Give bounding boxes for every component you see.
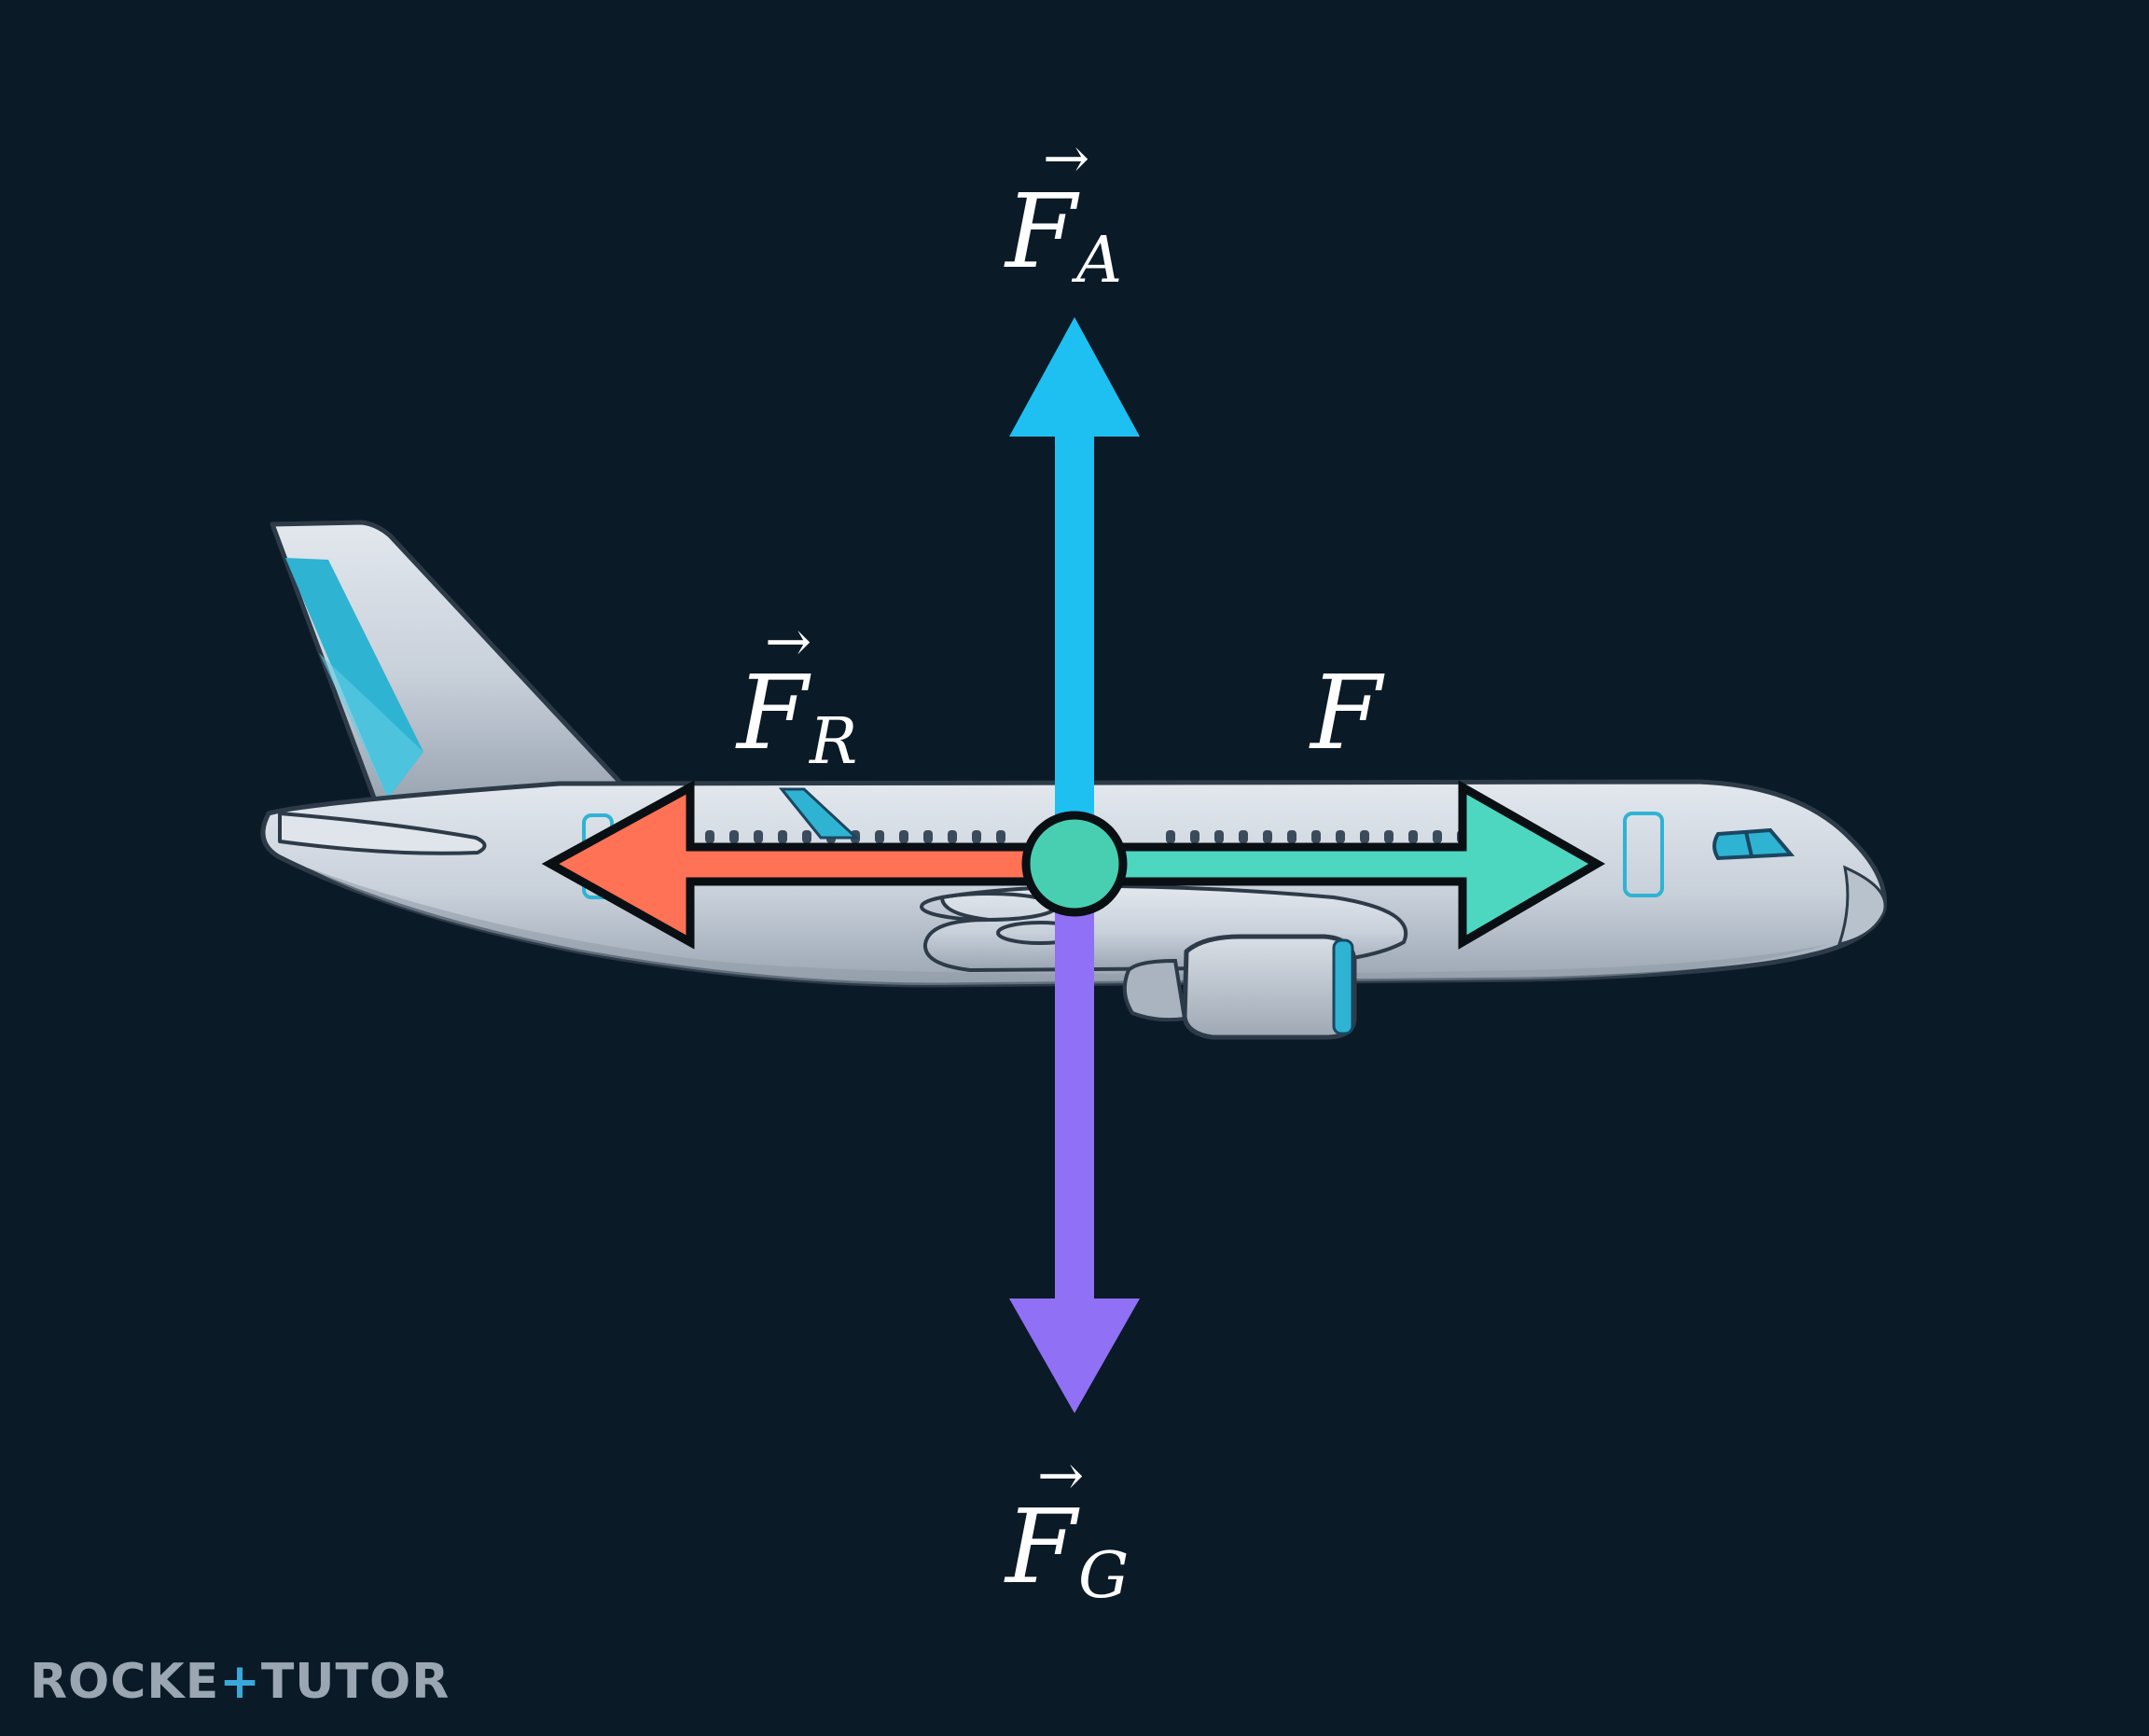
brand-logo: ROCKE+TUTOR	[30, 1654, 450, 1710]
cabin-window	[972, 830, 981, 843]
weight-label: → F G	[1004, 1443, 1129, 1613]
tail-fin-accent-light	[319, 653, 423, 799]
center-of-mass-point	[1021, 811, 1128, 917]
drag-label-subscript: R	[808, 705, 857, 779]
cabin-window	[778, 830, 787, 843]
cabin-window	[729, 830, 739, 843]
lift-label-subscript: A	[1071, 224, 1122, 298]
thrust-label-symbol: F	[1309, 653, 1385, 772]
cabin-window	[802, 830, 811, 843]
cabin-window	[754, 830, 763, 843]
lift-label-vector-arrow: →	[1043, 126, 1089, 191]
cabin-window	[923, 830, 933, 843]
horizontal-stabilizer	[278, 812, 487, 855]
cabin-window	[1360, 830, 1369, 843]
lift-arrow	[1009, 317, 1140, 849]
brand-part1: ROCKE	[30, 1654, 219, 1710]
cabin-window	[705, 830, 714, 843]
front-door	[1623, 812, 1664, 897]
drag-label-vector-arrow: →	[765, 609, 811, 674]
force-arrows	[541, 317, 1606, 1413]
cabin-window	[1287, 830, 1296, 843]
svg-text:ROCKE+TUTOR: ROCKE+TUTOR	[30, 1654, 450, 1710]
cabin-window	[1214, 830, 1224, 843]
nose-cone	[1837, 865, 1887, 947]
weight-arrow-head	[1009, 1299, 1140, 1413]
cabin-window	[1384, 830, 1393, 843]
drag-arrow	[541, 780, 1040, 950]
lift-arrow-shaft	[1055, 424, 1094, 849]
cabin-window	[875, 830, 884, 843]
cabin-window	[1433, 830, 1442, 843]
cabin-window	[1239, 830, 1248, 843]
lift-label-symbol: F	[1004, 172, 1080, 291]
cabin-window	[1336, 830, 1345, 843]
thrust-label: F	[1309, 653, 1385, 772]
weight-arrow	[1009, 896, 1140, 1413]
weight-arrow-shaft	[1055, 896, 1094, 1306]
cabin-window	[1263, 830, 1272, 843]
cabin-window	[1190, 830, 1199, 843]
brand-part2: TUTO	[261, 1654, 411, 1710]
weight-label-vector-arrow: →	[1037, 1443, 1084, 1508]
drag-label: → F R	[735, 609, 857, 779]
weight-label-symbol: F	[1004, 1487, 1080, 1606]
thrust-arrow	[1105, 780, 1606, 950]
cabin-window	[1166, 830, 1175, 843]
cabin-window	[948, 830, 957, 843]
weight-label-subscript: G	[1078, 1539, 1129, 1613]
lift-label: → F A	[1004, 126, 1122, 298]
drag-label-symbol: F	[735, 653, 811, 772]
lift-arrow-head	[1009, 317, 1140, 437]
cabin-window	[1311, 830, 1321, 843]
brand-plus: +	[219, 1654, 261, 1710]
dorsal-fin	[778, 787, 860, 840]
brand-part3: R	[411, 1654, 450, 1710]
engine	[1122, 934, 1357, 1040]
cockpit-window	[1712, 827, 1795, 861]
cabin-window	[1408, 830, 1418, 843]
cabin-window	[996, 830, 1005, 843]
cabin-window	[899, 830, 908, 843]
